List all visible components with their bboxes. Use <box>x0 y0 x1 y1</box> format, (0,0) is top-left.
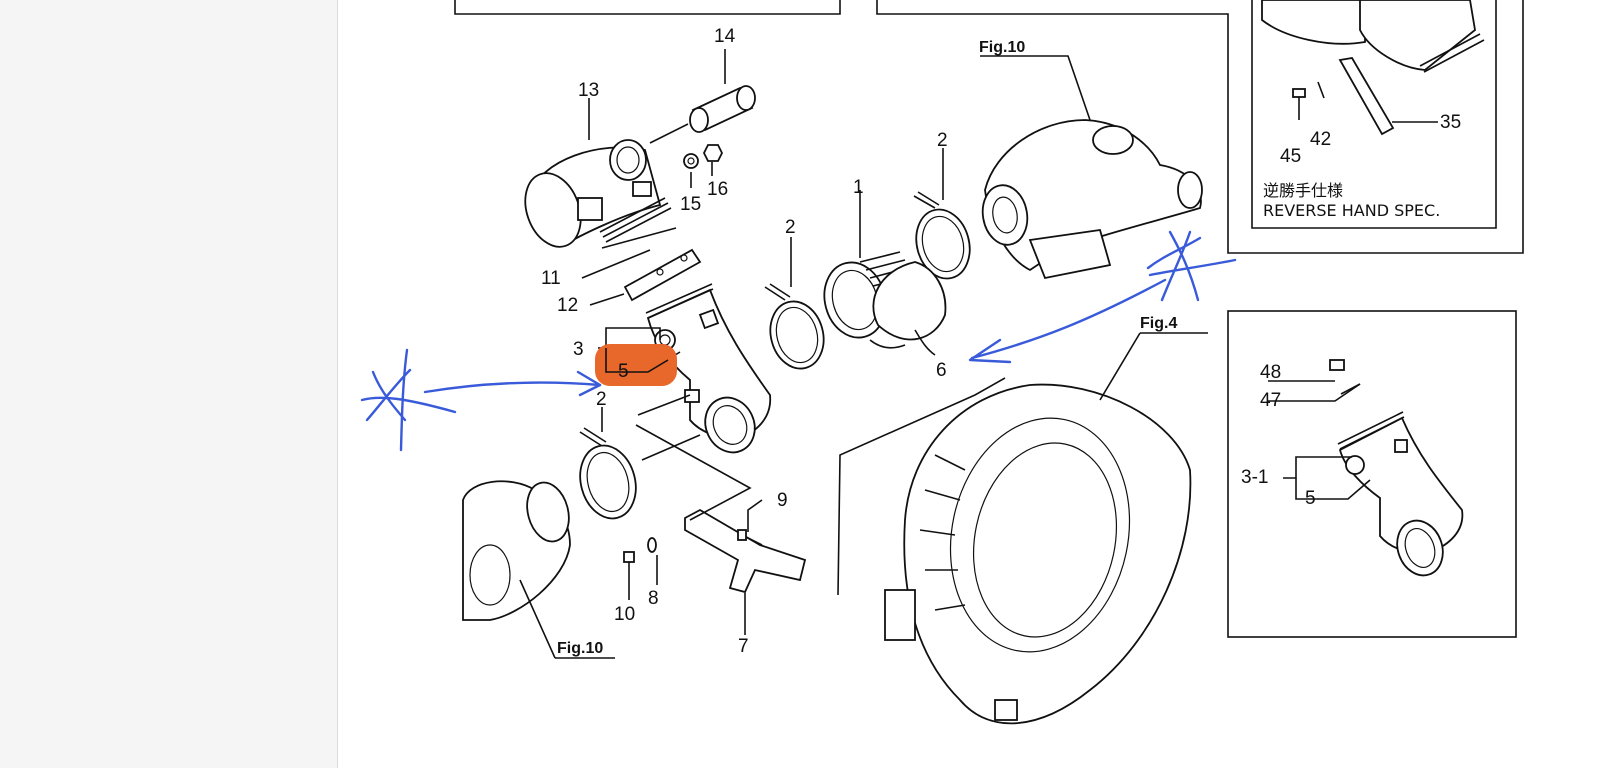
fig-ref-4: Fig.4 <box>1140 315 1177 332</box>
callout-16: 16 <box>707 179 728 200</box>
spec-label-jp: 逆勝手仕様 <box>1263 181 1343 200</box>
callout-47: 47 <box>1260 390 1281 411</box>
document-viewer[interactable]: 14 13 15 16 11 12 3 5 2 2 1 2 6 9 10 8 7… <box>339 0 1622 768</box>
frame-lines <box>454 0 1524 638</box>
part-11-gasket <box>601 227 677 249</box>
callout-5-spec: 5 <box>1305 488 1316 509</box>
reverse-hand-spec-label: 逆勝手仕様 REVERSE HAND SPEC. <box>1263 181 1440 220</box>
callout-3-1: 3-1 <box>1241 467 1268 488</box>
part-2-clamp-c <box>579 427 637 520</box>
part-10-bolt <box>623 551 635 578</box>
highlight-marker <box>595 344 677 386</box>
flywheel-housing <box>884 383 1192 725</box>
callout-11: 11 <box>541 268 561 289</box>
part-16-nut <box>702 144 724 162</box>
part-8-washer <box>647 537 657 553</box>
callout-3: 3 <box>573 339 584 360</box>
fig-ref-10-bottom: Fig.10 <box>557 640 603 657</box>
part-2-clamp-a <box>764 283 825 370</box>
part-6-cover <box>869 261 947 349</box>
callout-9: 9 <box>777 490 788 511</box>
part-13-elbow <box>524 139 672 248</box>
callout-2-upper: 2 <box>937 130 948 151</box>
callout-10: 10 <box>614 604 635 625</box>
callout-1: 1 <box>853 177 864 198</box>
turbocharger-top <box>981 119 1203 280</box>
highlight-leader <box>605 348 669 373</box>
hand-annotations <box>360 230 1237 452</box>
callout-12: 12 <box>557 295 578 316</box>
callout-5: 5 <box>618 361 629 382</box>
spec-box-bottom-parts <box>1329 359 1464 577</box>
callout-13: 13 <box>578 80 599 101</box>
callout-14: 14 <box>714 26 736 47</box>
callout-8: 8 <box>648 588 659 609</box>
spec-label-en: REVERSE HAND SPEC. <box>1263 201 1440 220</box>
callout-2-mid: 2 <box>785 217 796 238</box>
part-15-washer <box>683 153 699 169</box>
callout-15: 15 <box>680 194 701 215</box>
part-12-plate <box>623 248 702 302</box>
callout-45: 45 <box>1280 146 1301 167</box>
part-14-fitting <box>649 85 756 144</box>
spec-box-top-parts <box>1261 0 1485 136</box>
callout-6: 6 <box>936 360 947 381</box>
callout-labels: 14 13 15 16 11 12 3 5 2 2 1 2 6 9 10 8 7… <box>541 26 1461 657</box>
callout-48: 48 <box>1260 362 1281 383</box>
figure-references: Fig.10 Fig.10 Fig.4 <box>557 39 1177 657</box>
sidebar-panel <box>0 0 338 768</box>
callout-42: 42 <box>1310 129 1331 150</box>
fig-ref-10-top: Fig.10 <box>979 39 1025 56</box>
part-1-bellows <box>823 251 915 339</box>
part-9-bolt <box>737 529 763 546</box>
callout-35: 35 <box>1440 112 1461 133</box>
parts-diagram: 14 13 15 16 11 12 3 5 2 2 1 2 6 9 10 8 7… <box>360 0 1524 725</box>
part-7-bracket <box>684 508 807 594</box>
callout-2-lower: 2 <box>596 389 607 410</box>
turbocharger-bottom <box>462 480 571 621</box>
part-2-clamp-b <box>913 191 971 280</box>
callout-7: 7 <box>738 636 749 657</box>
